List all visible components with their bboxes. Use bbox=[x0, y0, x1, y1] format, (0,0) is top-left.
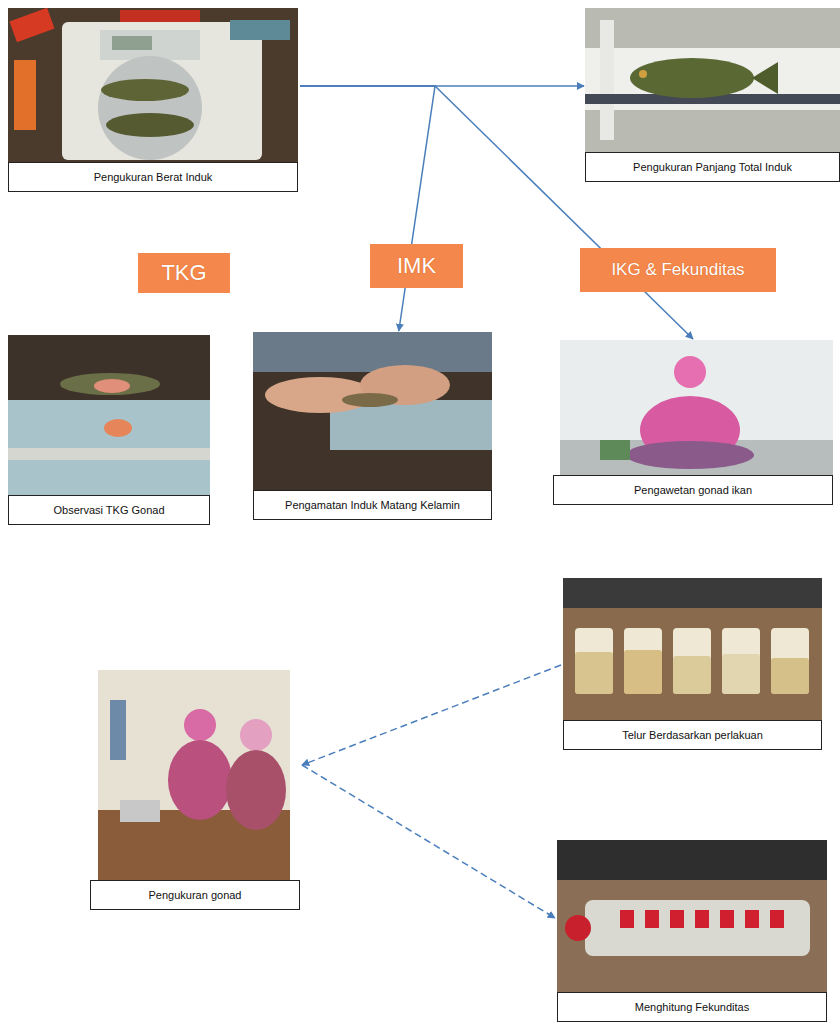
category-tag: TKG bbox=[138, 253, 230, 293]
caption-text: Observasi TKG Gonad bbox=[17, 503, 201, 517]
caption-box: Observasi TKG Gonad bbox=[8, 495, 210, 525]
photo-area bbox=[90, 670, 300, 880]
category-tag: IMK bbox=[370, 244, 463, 288]
photo-area bbox=[557, 840, 827, 992]
tag-label: TKG bbox=[161, 260, 206, 286]
photo-weighing bbox=[8, 8, 298, 162]
caption-text: Pengawetan gonad ikan bbox=[562, 483, 824, 497]
tag-label: IMK bbox=[397, 253, 436, 279]
dashed-arrow bbox=[302, 665, 561, 765]
caption-text: Pengamatan Induk Matang Kelamin bbox=[262, 498, 483, 512]
photo-area bbox=[585, 8, 840, 152]
category-tag: IKG & Fekunditas bbox=[580, 248, 776, 292]
caption-box: Pengukuran Berat Induk bbox=[8, 162, 298, 192]
photo-panel: Pengukuran gonad bbox=[90, 670, 300, 910]
caption-text: Pengukuran Berat Induk bbox=[17, 170, 289, 184]
photo-panel: Pengukuran Panjang Total Induk bbox=[585, 8, 840, 182]
flow-arrow bbox=[300, 86, 693, 339]
dashed-arrow bbox=[302, 765, 555, 918]
photo-area bbox=[8, 8, 298, 162]
photo-gonad-measurement bbox=[98, 670, 290, 880]
caption-box: Menghitung Fekunditas bbox=[557, 992, 827, 1022]
photo-area bbox=[563, 578, 822, 720]
photo-mature-broodstock bbox=[253, 332, 492, 490]
caption-text: Pengukuran Panjang Total Induk bbox=[594, 160, 831, 174]
photo-gonad-preservation bbox=[560, 340, 833, 475]
photo-length bbox=[585, 8, 840, 152]
photo-counter-device bbox=[557, 840, 827, 992]
photo-panel: Pengukuran Berat Induk bbox=[8, 8, 298, 192]
photo-panel: Observasi TKG Gonad bbox=[8, 335, 210, 525]
photo-panel: Pengawetan gonad ikan bbox=[553, 340, 833, 505]
photo-panel: Menghitung Fekunditas bbox=[557, 840, 827, 1022]
photo-area bbox=[553, 340, 833, 475]
photo-area bbox=[253, 332, 492, 490]
caption-box: Pengamatan Induk Matang Kelamin bbox=[253, 490, 492, 520]
photo-egg-samples bbox=[563, 578, 822, 720]
photo-panel: Telur Berdasarkan perlakuan bbox=[563, 578, 822, 750]
caption-text: Pengukuran gonad bbox=[99, 888, 291, 902]
photo-gonad-observation bbox=[8, 335, 210, 495]
tag-label: IKG & Fekunditas bbox=[611, 260, 744, 280]
caption-text: Telur Berdasarkan perlakuan bbox=[572, 728, 813, 742]
caption-box: Pengukuran gonad bbox=[90, 880, 300, 910]
caption-box: Pengukuran Panjang Total Induk bbox=[585, 152, 840, 182]
caption-box: Telur Berdasarkan perlakuan bbox=[563, 720, 822, 750]
photo-panel: Pengamatan Induk Matang Kelamin bbox=[253, 332, 492, 520]
caption-box: Pengawetan gonad ikan bbox=[553, 475, 833, 505]
flow-arrow bbox=[300, 86, 435, 331]
photo-area bbox=[8, 335, 210, 495]
caption-text: Menghitung Fekunditas bbox=[566, 1000, 818, 1014]
